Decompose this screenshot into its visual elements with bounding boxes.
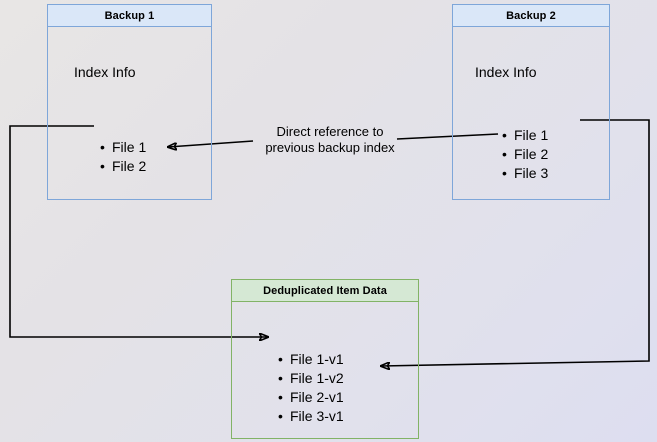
- list-item: File 2: [100, 157, 146, 176]
- node-backup-2-header: Backup 2: [453, 5, 609, 27]
- node-backup-2-body: Index Info File 1 File 2 File 3: [453, 27, 609, 199]
- edge-label-direct-reference: Direct reference to previous backup inde…: [265, 124, 395, 156]
- list-item: File 3: [502, 164, 548, 183]
- list-item: File 2: [502, 145, 548, 164]
- list-item: File 1: [100, 138, 146, 157]
- edge-label-line-2: previous backup index: [265, 140, 395, 155]
- edge-label-line-1: Direct reference to: [276, 124, 384, 139]
- backup-2-subtitle: Index Info: [475, 64, 537, 80]
- node-backup-1-body: Index Info File 1 File 2: [48, 27, 211, 199]
- node-dedup-body: File 1-v1 File 1-v2 File 2-v1 File 3-v1: [232, 302, 418, 438]
- backup-2-file-list: File 1 File 2 File 3: [500, 126, 548, 183]
- list-item: File 1-v1: [278, 350, 344, 369]
- node-deduplicated-item-data[interactable]: Deduplicated Item Data File 1-v1 File 1-…: [231, 279, 419, 439]
- dedup-file-list: File 1-v1 File 1-v2 File 2-v1 File 3-v1: [276, 350, 344, 426]
- list-item: File 1: [502, 126, 548, 145]
- list-item: File 1-v2: [278, 369, 344, 388]
- backup-1-file-list: File 1 File 2: [98, 138, 146, 176]
- node-dedup-header: Deduplicated Item Data: [232, 280, 418, 302]
- node-backup-2[interactable]: Backup 2 Index Info File 1 File 2 File 3: [452, 4, 610, 200]
- node-backup-1[interactable]: Backup 1 Index Info File 1 File 2: [47, 4, 212, 200]
- list-item: File 2-v1: [278, 388, 344, 407]
- list-item: File 3-v1: [278, 407, 344, 426]
- node-backup-1-header: Backup 1: [48, 5, 211, 27]
- backup-1-subtitle: Index Info: [74, 64, 136, 80]
